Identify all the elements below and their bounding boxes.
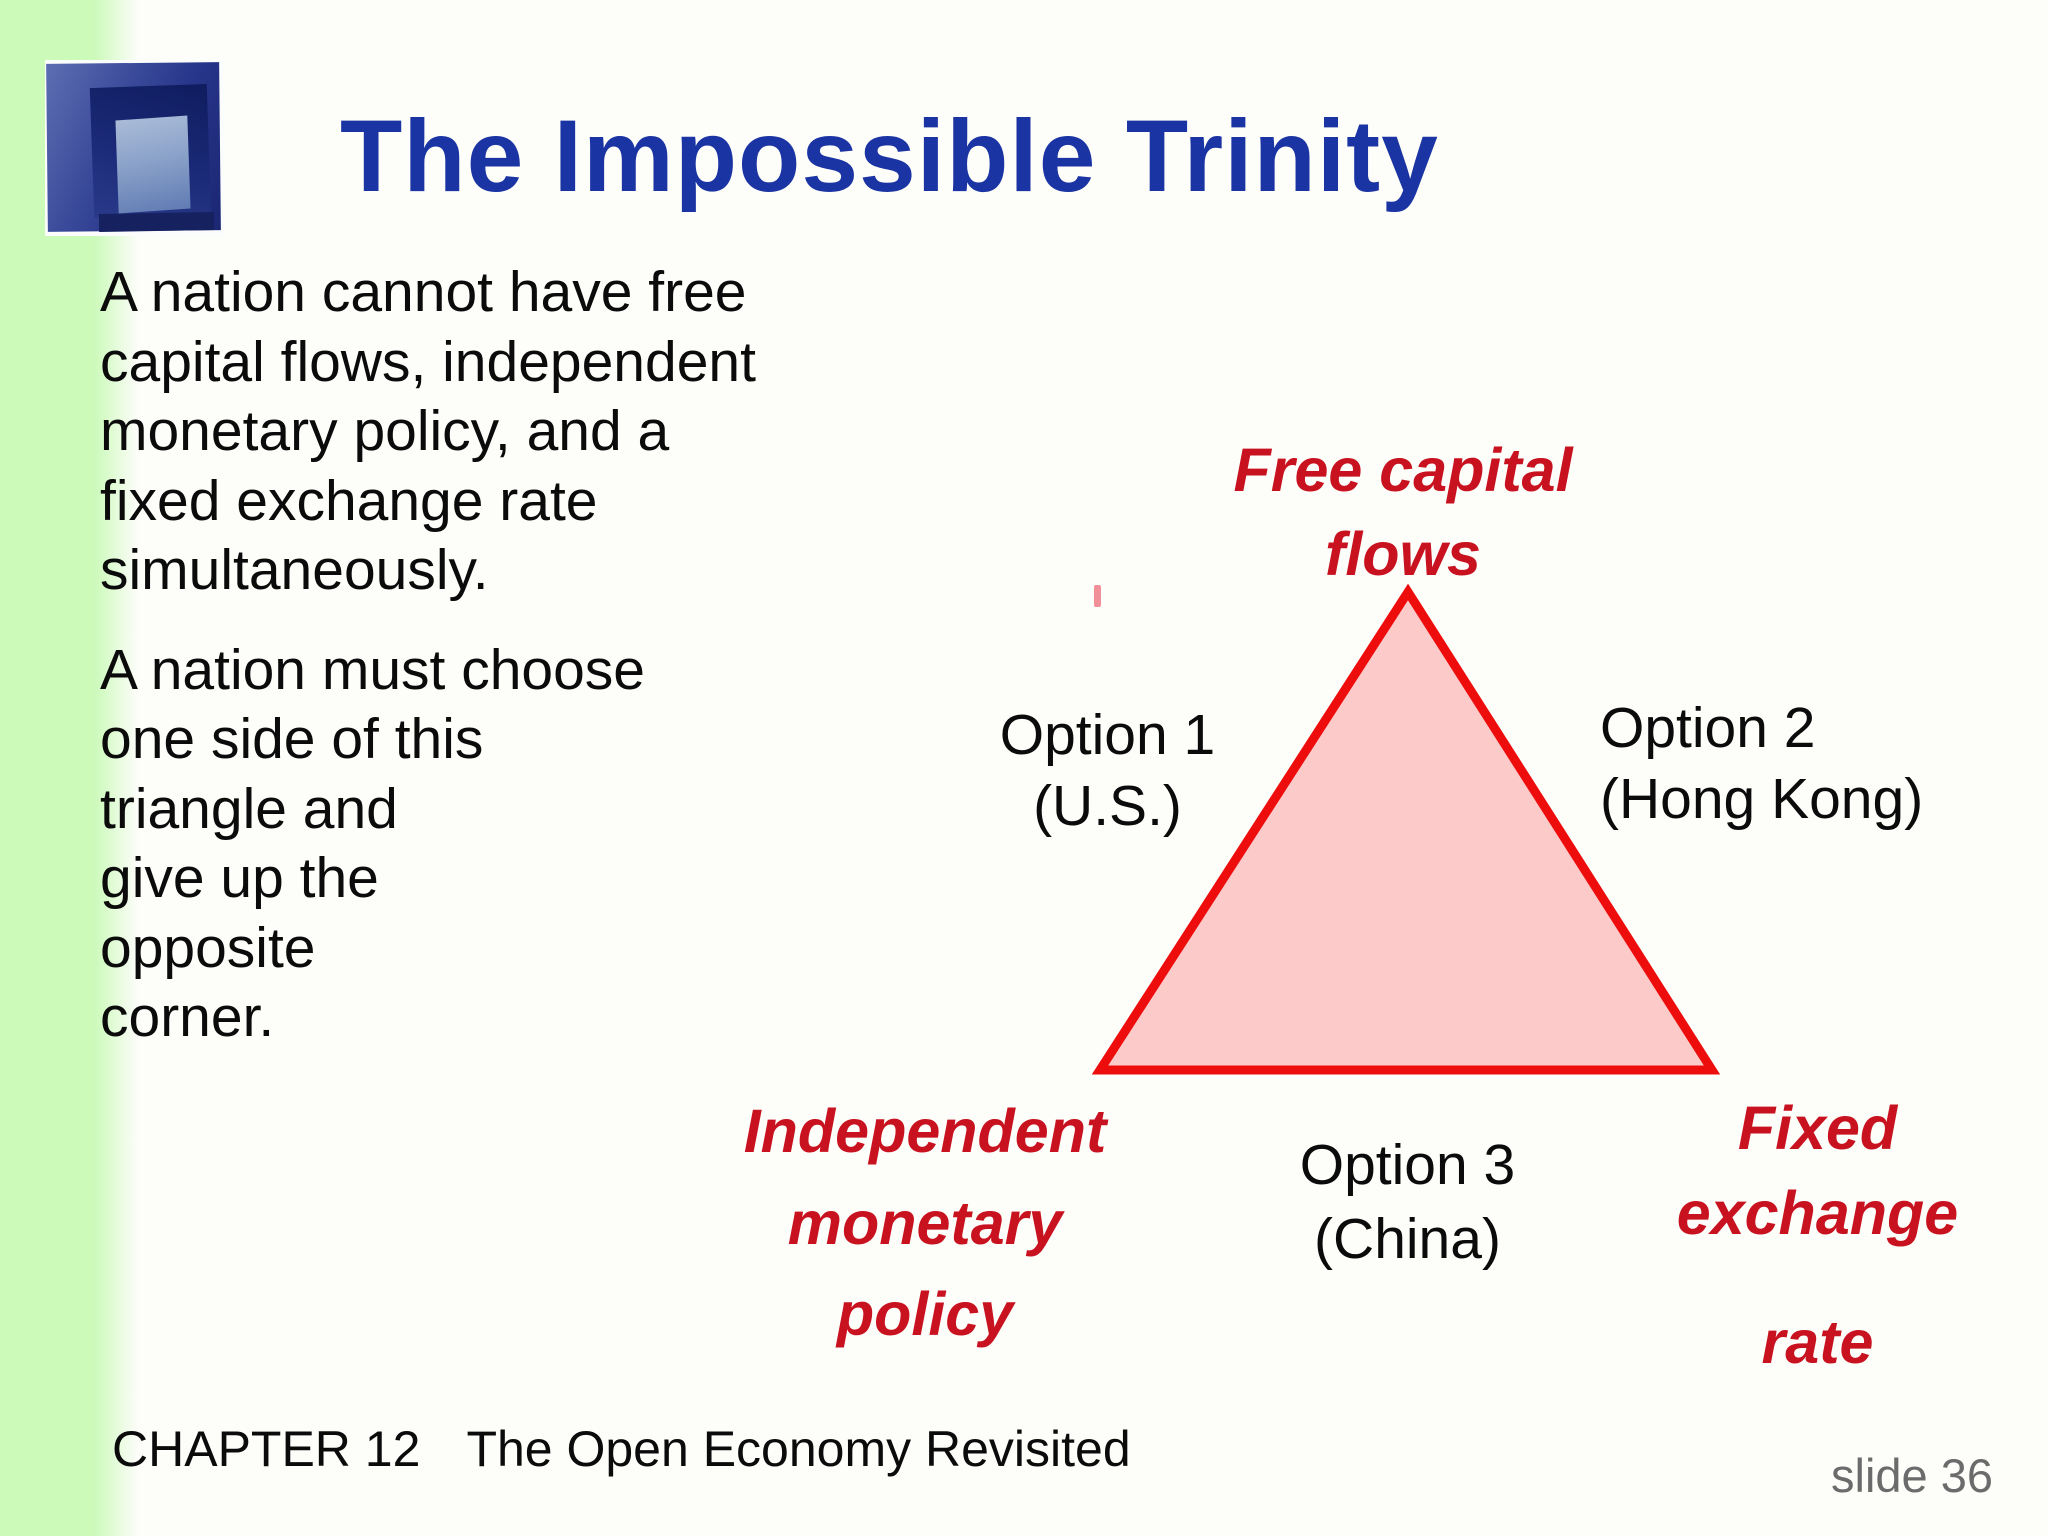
- slide-logo-image: [45, 60, 225, 236]
- slide-title: The Impossible Trinity: [340, 99, 1439, 213]
- footer-chapter-label: CHAPTER 12: [112, 1421, 421, 1477]
- body-text-block: A nation cannot have free capital flows,…: [100, 258, 880, 1083]
- footer: CHAPTER 12 The Open Economy Revisited: [112, 1420, 1131, 1478]
- vertex-label-rate: rate: [1761, 1308, 1874, 1376]
- vertex-label-independent-monetary-policy: Independent monetary policy: [743, 1097, 1107, 1348]
- left-accent-band: [0, 0, 138, 1536]
- body-paragraph-2: A nation must choose one side of this tr…: [100, 637, 646, 1050]
- triangle-shape: [1091, 583, 1721, 1075]
- slide-number: slide 36: [1831, 1449, 1993, 1502]
- vertex-label-fixed-exchange: Fixed exchange: [1676, 1094, 1959, 1248]
- option-2-hong-kong-label: Option 2 (Hong Kong): [1600, 696, 1924, 831]
- footer-section-title: The Open Economy Revisited: [466, 1421, 1131, 1477]
- option-3-china-label: Option 3 (China): [1299, 1133, 1516, 1272]
- stray-pink-mark: [1094, 585, 1101, 607]
- trinity-triangle: [1091, 583, 1721, 1075]
- body-paragraph-1: A nation cannot have free capital flows,…: [100, 260, 756, 603]
- logo-window-layer: [115, 115, 191, 214]
- logo-sill-layer: [98, 212, 215, 232]
- option-1-us-label: Option 1 (U.S.): [999, 703, 1216, 838]
- vertex-label-free-capital-flows: Free capital flows: [1233, 436, 1573, 589]
